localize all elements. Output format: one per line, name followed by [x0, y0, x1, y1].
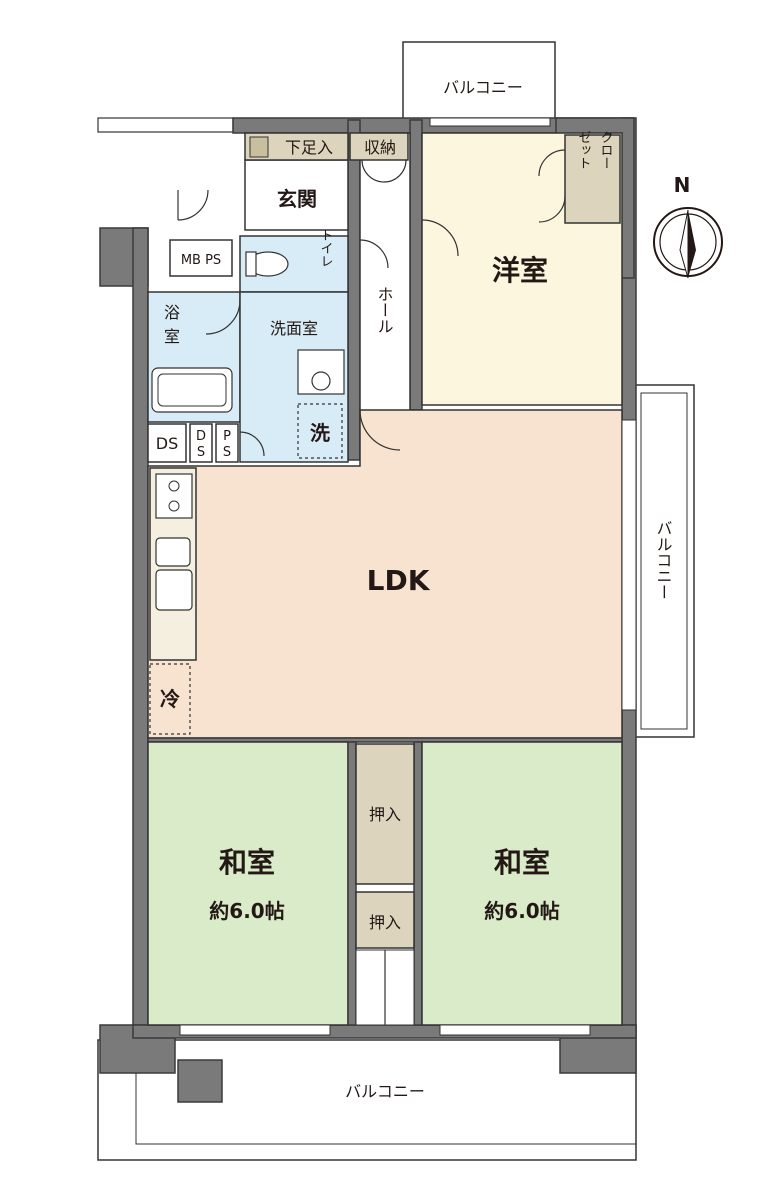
- ldk-south-wall: [147, 737, 623, 743]
- storage: [349, 132, 409, 161]
- ds-small-label-1: D: [196, 429, 206, 444]
- compass: N: [653, 173, 723, 279]
- oshiire-upper: [355, 743, 415, 885]
- ds-small-label-2: S: [197, 445, 205, 460]
- oshiire-lower-label: 押入: [369, 913, 401, 932]
- ps-small-label-1: P: [223, 429, 231, 444]
- ds-shaft: [147, 423, 187, 463]
- ldk-label: LDK: [367, 564, 431, 597]
- balcony-bottom-label: バルコニー: [345, 1082, 425, 1101]
- washroom-label: 洗面室: [270, 319, 318, 338]
- ds-label: DS: [156, 434, 178, 453]
- japanese-room-right: [421, 741, 623, 1026]
- door-swings: [177, 149, 566, 457]
- ps-small-label-2: S: [223, 445, 231, 460]
- shoe-storage-label: 下足入: [285, 138, 333, 157]
- storage-label: 収納: [364, 138, 396, 157]
- japanese-room-left-size: 約6.0帖: [209, 899, 284, 923]
- ps-small-shaft: [215, 423, 239, 463]
- mbps-label: MB PS: [181, 253, 221, 268]
- hall-label: ホール: [375, 286, 394, 334]
- oshiire-lower: [355, 891, 415, 949]
- japanese-room-left-label: 和室: [219, 846, 275, 879]
- closet-label-2: ゼット: [576, 131, 592, 170]
- balcony-right-label: バルコニー: [654, 520, 673, 600]
- japanese-room-right-size: 約6.0帖: [484, 899, 559, 923]
- toilet-label: トイレ: [318, 229, 333, 268]
- japanese-room-right-label: 和室: [494, 846, 550, 879]
- ds-small-shaft: [189, 423, 213, 463]
- washer-label: 洗: [310, 421, 330, 445]
- bath-label-2: 室: [164, 327, 180, 346]
- bath-label-1: 浴: [164, 303, 180, 322]
- entrance: [244, 159, 349, 231]
- japanese-room-left: [147, 741, 349, 1026]
- compass-label: N: [674, 173, 691, 197]
- closet: [564, 134, 621, 224]
- closet-label-1: クロー: [598, 131, 613, 170]
- balcony-top-label: バルコニー: [443, 78, 523, 97]
- mbps: [169, 239, 233, 277]
- western-room-label: 洋室: [492, 254, 548, 287]
- fridge-label: 冷: [160, 687, 180, 711]
- fridge-space: [149, 663, 191, 735]
- entrance-label: 玄関: [277, 187, 317, 211]
- balcony-right: バルコニー: [633, 384, 695, 738]
- oshiire-upper-label: 押入: [369, 805, 401, 824]
- windows: [179, 117, 637, 1036]
- hall: [359, 132, 411, 461]
- eave-strip: [97, 117, 234, 133]
- balcony-top: バルコニー: [402, 41, 556, 121]
